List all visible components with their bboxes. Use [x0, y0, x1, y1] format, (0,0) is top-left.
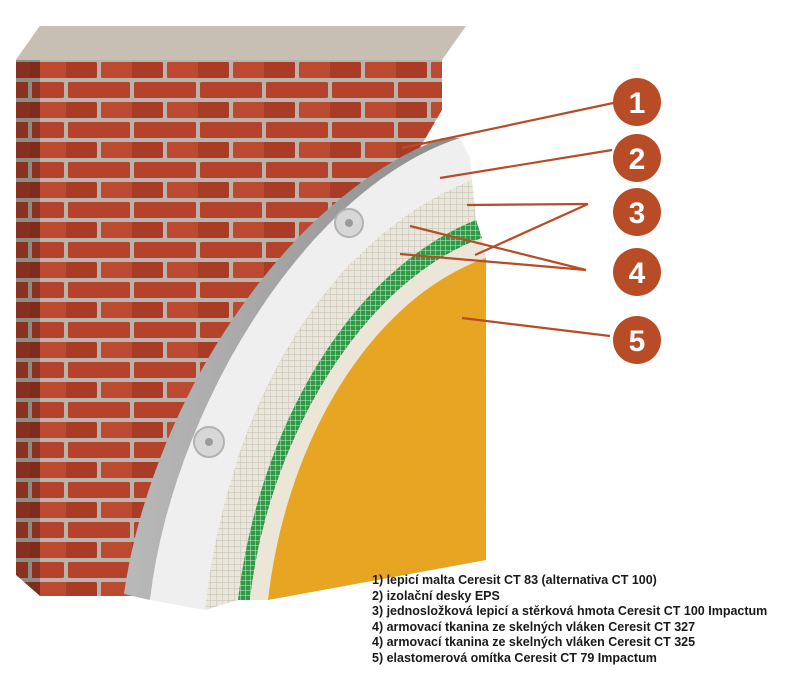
leader-line-5 [461, 316, 611, 338]
eps-dowel-lower [193, 426, 225, 458]
leader-lines [399, 100, 619, 338]
legend-item-2: 2) izolační desky EPS [372, 588, 500, 603]
leader-line-4a [409, 224, 587, 272]
brick-side-face [16, 26, 40, 596]
legend-item-1: 1) lepicí malta Ceresit CT 83 (alternati… [372, 573, 657, 587]
callout-2: 2 [613, 134, 661, 182]
callout-1: 1 [613, 78, 661, 126]
callout-3: 3 [613, 188, 661, 236]
legend: 1) lepicí malta Ceresit CT 83 (alternati… [372, 573, 798, 667]
svg-text:5: 5 [629, 325, 646, 358]
leader-line-3a [466, 202, 589, 207]
svg-text:2: 2 [629, 143, 646, 176]
eps-texture [150, 138, 472, 610]
legend-item-5: 5) elastomerová omítka Ceresit CT 79 Imp… [372, 650, 657, 665]
svg-text:3: 3 [629, 197, 646, 230]
callout-5: 5 [613, 316, 661, 364]
svg-text:1: 1 [629, 87, 646, 120]
render-texture [268, 258, 486, 600]
legend-item-3: 3) jednosložková lepicí a stěrková hmota… [372, 604, 768, 619]
eps-dowel-upper [334, 208, 364, 238]
leader-line-4b [399, 252, 587, 272]
leader-line-2 [439, 148, 613, 180]
legend-item-4b: 4) armovací tkanina ze skelných vláken C… [372, 635, 696, 650]
callout-4: 4 [613, 248, 661, 296]
leader-line-1 [401, 100, 619, 150]
svg-text:4: 4 [629, 257, 646, 290]
brick-top-face [16, 26, 466, 60]
legend-item-4a: 4) armovací tkanina ze skelných vláken C… [372, 619, 696, 634]
layer-base-coat [205, 180, 476, 610]
